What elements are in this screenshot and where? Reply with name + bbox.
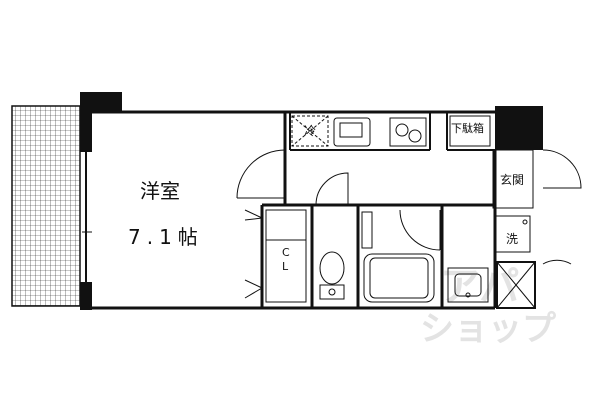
balcony bbox=[11, 105, 81, 307]
walls bbox=[80, 92, 543, 310]
closet-label-top: C bbox=[282, 246, 290, 259]
bath bbox=[361, 211, 435, 303]
closet bbox=[265, 209, 307, 303]
interior-walls bbox=[260, 112, 495, 308]
washer-space bbox=[493, 215, 531, 253]
entrance-area bbox=[449, 115, 534, 209]
closet-label-bottom: L bbox=[282, 260, 289, 273]
doors bbox=[236, 149, 582, 299]
outer-walls bbox=[80, 110, 497, 310]
entrance-label: 玄関 bbox=[500, 172, 524, 187]
fridge-label: 冷 bbox=[304, 124, 316, 138]
kitchen bbox=[291, 115, 427, 147]
toilet bbox=[319, 251, 345, 300]
watermark-line2: ショップ bbox=[420, 309, 556, 349]
watermark-line1: アパ bbox=[440, 264, 519, 310]
fridge bbox=[291, 115, 329, 147]
washbasin bbox=[447, 267, 489, 303]
shoe-box-label: 下駄箱 bbox=[451, 121, 484, 135]
western-room-size: 7.1帖 bbox=[128, 225, 204, 249]
sink bbox=[333, 117, 371, 147]
watermark: アパ ショップ bbox=[420, 264, 556, 349]
stove bbox=[389, 117, 427, 147]
western-room-label: 洋室 bbox=[140, 179, 180, 203]
shaft bbox=[496, 261, 536, 309]
washer-label: 洗 bbox=[506, 232, 518, 246]
